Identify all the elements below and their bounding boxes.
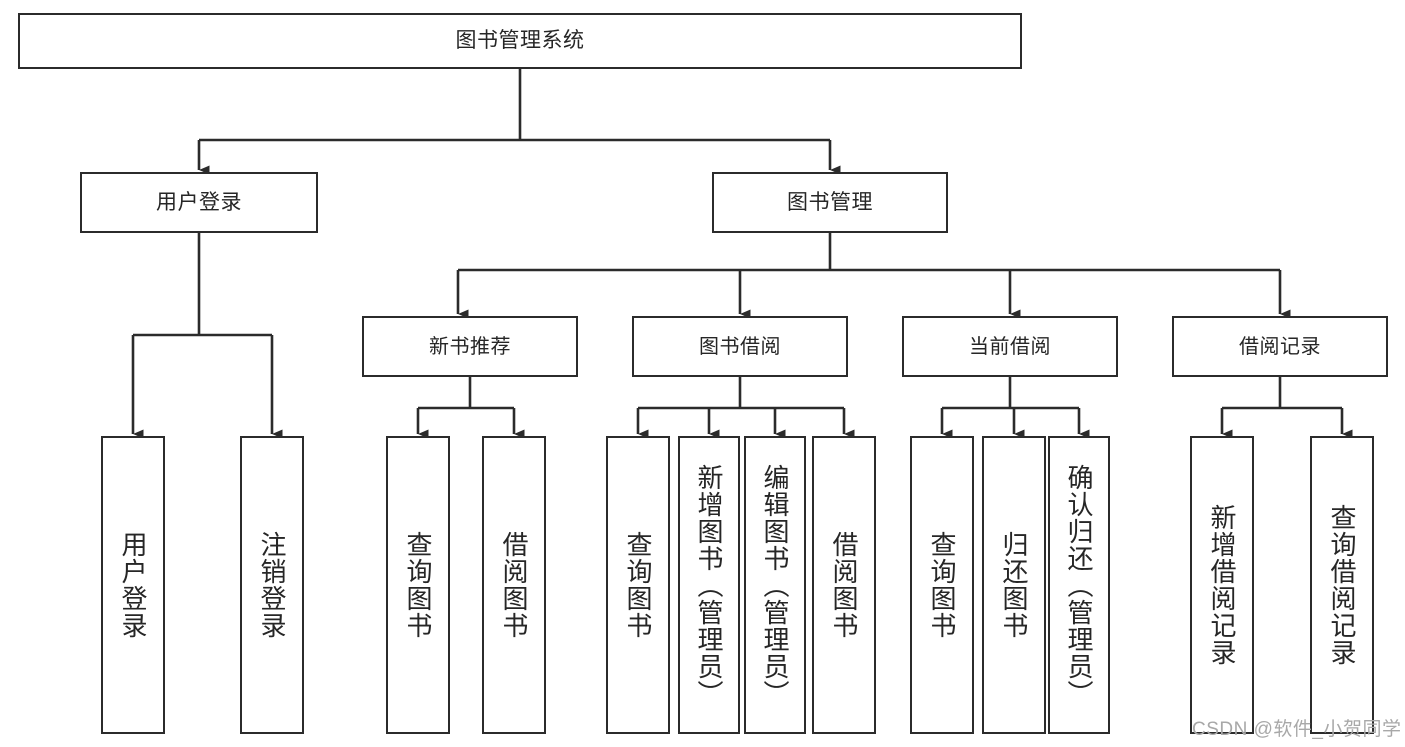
node-label: 用户登录 (156, 190, 242, 214)
node-label: 查询图书 (927, 531, 958, 639)
node-label: 借阅记录 (1239, 335, 1321, 358)
node-label: 新书推荐 (429, 335, 511, 358)
node-label: 图书管理系统 (455, 29, 585, 53)
node-label: 注销登录 (257, 531, 288, 639)
node-label: 查询图书 (403, 531, 434, 639)
node-label: 当前借阅 (969, 335, 1051, 358)
node-label: 图书管理 (787, 190, 873, 214)
node-leaf-user-login[interactable]: 用户登录 (101, 436, 165, 734)
node-user-login[interactable]: 用户登录 (80, 172, 318, 233)
node-label: 借阅图书 (499, 531, 530, 639)
node-new-book-rec[interactable]: 新书推荐 (362, 316, 578, 377)
node-leaf-add-record[interactable]: 新增借阅记录 (1190, 436, 1254, 734)
node-leaf-query-book-b[interactable]: 查询图书 (606, 436, 670, 734)
node-current-borrow[interactable]: 当前借阅 (902, 316, 1118, 377)
node-label: 图书借阅 (699, 335, 781, 358)
node-label: 用户登录 (118, 531, 149, 639)
node-label: 新增图书（管理员） (694, 463, 725, 707)
node-leaf-confirm-return[interactable]: 确认归还（管理员） (1048, 436, 1110, 734)
node-root[interactable]: 图书管理系统 (18, 13, 1022, 69)
connector-lines (131, 69, 1353, 439)
node-leaf-query-book-rec[interactable]: 查询图书 (386, 436, 450, 734)
node-label: 借阅图书 (829, 531, 860, 639)
node-label: 查询图书 (623, 531, 654, 639)
node-leaf-return-book[interactable]: 归还图书 (982, 436, 1046, 734)
node-label: 确认归还（管理员） (1064, 463, 1095, 707)
node-borrow-record[interactable]: 借阅记录 (1172, 316, 1388, 377)
node-leaf-query-book-c[interactable]: 查询图书 (910, 436, 974, 734)
node-label: 编辑图书（管理员） (760, 463, 791, 707)
node-leaf-edit-book[interactable]: 编辑图书（管理员） (744, 436, 806, 734)
node-leaf-add-book[interactable]: 新增图书（管理员） (678, 436, 740, 734)
node-leaf-query-record[interactable]: 查询借阅记录 (1310, 436, 1374, 734)
node-leaf-logout[interactable]: 注销登录 (240, 436, 304, 734)
node-label: 归还图书 (999, 531, 1030, 639)
node-label: 查询借阅记录 (1327, 504, 1358, 666)
node-leaf-borrow-book-b[interactable]: 借阅图书 (812, 436, 876, 734)
node-book-manage[interactable]: 图书管理 (712, 172, 948, 233)
node-label: 新增借阅记录 (1207, 504, 1238, 666)
node-book-borrow[interactable]: 图书借阅 (632, 316, 848, 377)
node-leaf-borrow-book-rec[interactable]: 借阅图书 (482, 436, 546, 734)
